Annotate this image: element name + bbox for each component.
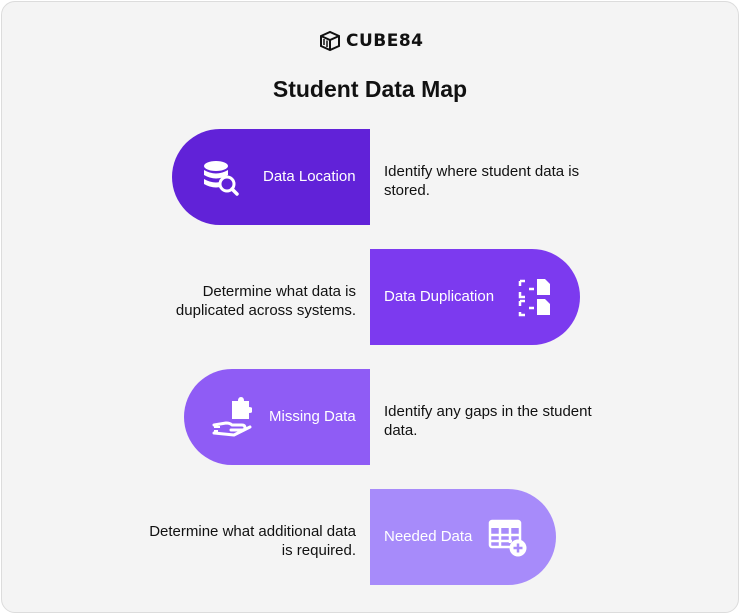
brand-name: CUBE84 xyxy=(346,31,424,51)
table-add-icon xyxy=(488,519,527,557)
hand-puzzle-piece-icon xyxy=(212,397,252,437)
step-label: Data Duplication xyxy=(384,288,495,305)
step-description: Determine what additional data is requir… xyxy=(149,523,356,559)
cube-logo-icon xyxy=(320,30,340,52)
step-pill-data-duplication: Data Duplication xyxy=(370,249,580,345)
step-label: Needed Data xyxy=(384,528,473,545)
brand-logo: CUBE84 xyxy=(318,30,424,52)
page-title: Student Data Map xyxy=(272,76,468,102)
step-pill-data-location: Data Location xyxy=(172,129,370,225)
step-description: Identify where student data is stored. xyxy=(384,163,580,199)
database-search-icon xyxy=(204,161,239,196)
step-pill-missing-data: Missing Data xyxy=(184,369,370,465)
duplicate-files-icon xyxy=(518,279,550,317)
step-label: Data Location xyxy=(263,168,356,185)
step-pill-needed-data: Needed Data xyxy=(370,489,556,585)
step-description: Identify any gaps in the student data. xyxy=(384,403,592,439)
step-description: Determine what data is duplicated across… xyxy=(175,283,356,319)
step-label: Missing Data xyxy=(269,408,356,425)
